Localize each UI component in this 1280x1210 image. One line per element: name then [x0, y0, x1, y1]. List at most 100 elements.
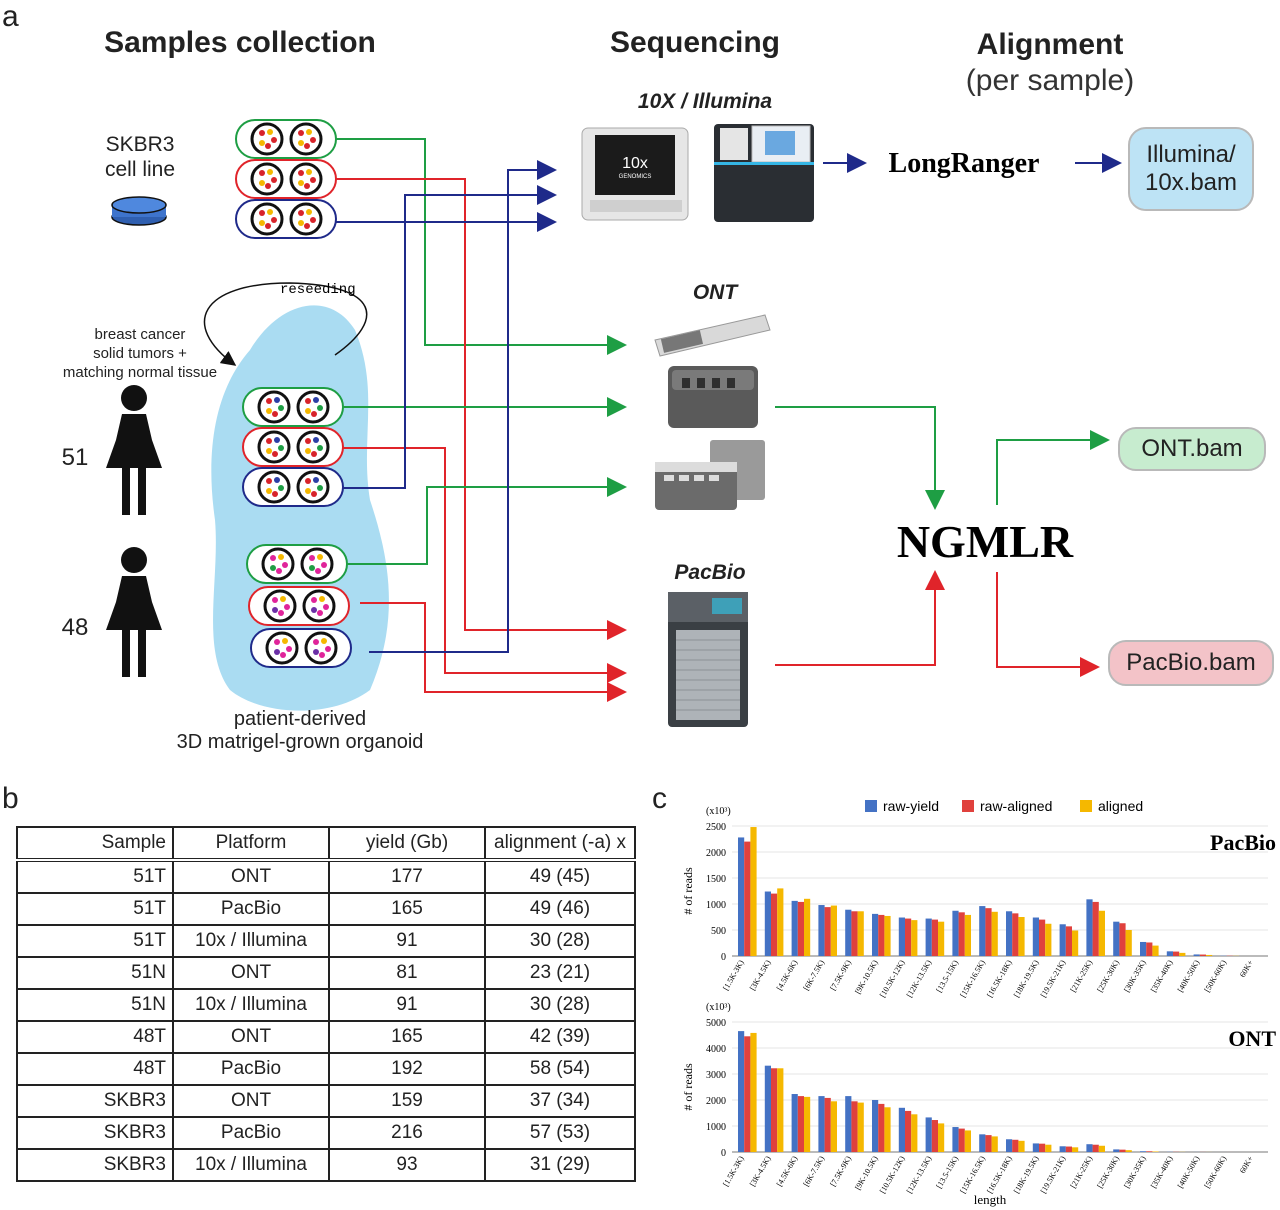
x-tick-label: [16.5K-18K): [985, 958, 1014, 999]
bar: [985, 908, 992, 956]
x-tick-label: 60K+: [1238, 1154, 1255, 1175]
x-tick-label: [35K-40K): [1149, 958, 1175, 994]
10x-chromium-instrument-icon: 10x GENOMICS: [581, 127, 689, 221]
samples-collection-heading: Samples collection: [104, 26, 376, 59]
x-tick-label: [10.5K-12K): [878, 958, 907, 999]
bar: [830, 905, 837, 956]
y-unit-label: (x10³): [706, 1002, 731, 1013]
bar: [857, 911, 864, 956]
table-cell: ONT: [172, 956, 330, 990]
bar: [1125, 930, 1132, 956]
legend-label: raw-yield: [883, 798, 939, 814]
bar: [931, 1120, 938, 1152]
bar: [1072, 1147, 1079, 1152]
x-tick-label: [30K-35K): [1122, 958, 1148, 994]
bar: [1032, 1143, 1039, 1152]
y-tick-label: 5000: [706, 1018, 726, 1029]
x-tick-label: [21K-25K): [1069, 1154, 1095, 1190]
table-cell: 49 (45): [484, 858, 636, 894]
bar: [925, 918, 932, 956]
x-tick-label: [1.5K-3K): [721, 958, 746, 992]
table-cell: 37 (34): [484, 1084, 636, 1118]
flow-line: [996, 430, 1110, 505]
bar: [872, 913, 879, 956]
bar: [958, 912, 965, 956]
bar: [1072, 930, 1079, 956]
x-tick-label: [18K-19.5K): [1012, 1154, 1041, 1195]
patient-48-sample-pills: [246, 544, 352, 668]
tenx-logo-subtext: GENOMICS: [619, 174, 652, 180]
x-tick-label: [18K-19.5K): [1012, 958, 1041, 999]
x-tick-label: [6K-7.5K): [802, 1154, 827, 1188]
table-cell: 42 (39): [484, 1020, 636, 1054]
bar: [1166, 951, 1173, 956]
bar: [1193, 954, 1200, 956]
bar: [777, 888, 784, 956]
table-cell: ONT: [172, 858, 330, 894]
x-tick-label: [3K-4.5K): [748, 958, 773, 992]
table-cell: 192: [328, 1052, 486, 1086]
bar: [1006, 1139, 1013, 1152]
bar: [744, 1036, 751, 1152]
x-tick-label: [50K-60K): [1203, 1154, 1229, 1190]
bar: [738, 1031, 745, 1152]
illumina-sequencer-icon: [714, 124, 814, 222]
bar: [1173, 951, 1180, 956]
bar: [1018, 917, 1025, 956]
table-cell: 165: [328, 892, 486, 926]
table-cell: 10x / Illumina: [172, 1148, 330, 1182]
bar: [1140, 941, 1147, 956]
patient-48-label: 48: [61, 614, 89, 641]
bar: [1086, 1144, 1093, 1152]
bar: [845, 1096, 852, 1152]
bar: [744, 841, 751, 956]
y-tick-label: 4000: [706, 1044, 726, 1055]
bar: [1152, 945, 1159, 956]
bar: [1098, 910, 1105, 956]
table-cell: 51T: [16, 924, 174, 958]
table-cell: 165: [328, 1020, 486, 1054]
x-tick-label: [50K-60K): [1203, 958, 1229, 994]
bar: [791, 900, 798, 956]
longranger-label: LongRanger: [889, 148, 1040, 179]
x-tick-label: [12K-13.5K): [905, 958, 934, 999]
table-cell: 51T: [16, 892, 174, 926]
table-cell: 10x / Illumina: [172, 924, 330, 958]
bar: [1039, 919, 1046, 956]
bar: [905, 1110, 912, 1152]
x-tick-label: [25K-30K): [1095, 958, 1121, 994]
bar: [991, 1136, 998, 1152]
bar: [1032, 917, 1039, 956]
skbr3-label: SKBR3 cell line: [104, 133, 176, 182]
flow-line: [369, 160, 557, 653]
bar: [791, 1094, 798, 1152]
pacbio-sequel-icon: [668, 592, 748, 727]
flow-line: [996, 572, 1100, 677]
x-tick-label: [1.5K-3K): [721, 1154, 746, 1188]
bar: [938, 921, 945, 956]
table-cell: PacBio: [172, 1052, 330, 1086]
x-tick-label: [10.5K-12K): [878, 1154, 907, 1195]
bar: [952, 910, 959, 956]
legend-swatch: [865, 800, 877, 812]
x-tick-label: [13.5-15K): [934, 1154, 960, 1190]
bar: [804, 1096, 811, 1152]
bar: [818, 905, 825, 956]
illumina-platform-label: 10X / Illumina: [637, 90, 773, 113]
legend-label: raw-aligned: [980, 798, 1052, 814]
table-cell: SKBR3: [16, 1084, 174, 1118]
patient-51-label: 51: [61, 444, 89, 471]
x-tick-label: [9K-10.5K): [853, 958, 880, 995]
bar: [851, 1101, 858, 1152]
bar: [964, 914, 971, 956]
x-tick-label: [4.5K-6K): [775, 958, 800, 992]
bar: [824, 1097, 831, 1152]
illumina-bam-output: Illumina/ 10x.bam: [1128, 127, 1254, 211]
bar: [878, 1103, 885, 1152]
alignment-heading: Alignment: [976, 28, 1124, 61]
